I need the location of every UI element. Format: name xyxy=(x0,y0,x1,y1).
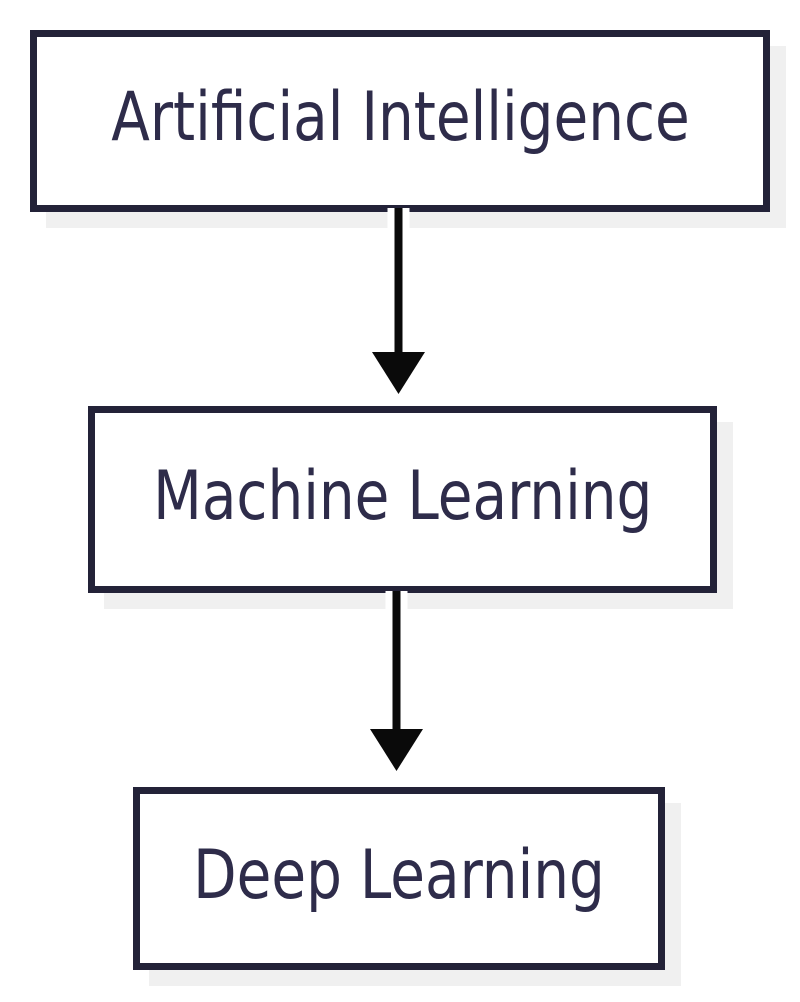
node-artificial-intelligence-label: Artificial Intelligence xyxy=(110,78,690,157)
node-deep-learning-label: Deep Learning xyxy=(193,835,605,915)
arrow-down-ai-to-ml-icon[interactable] xyxy=(367,208,430,399)
node-artificial-intelligence[interactable]: Artificial Intelligence xyxy=(30,30,770,212)
arrow-head xyxy=(370,729,423,771)
arrow-down-ml-to-dl-icon[interactable] xyxy=(365,591,428,776)
arrow-head xyxy=(372,352,425,394)
node-deep-learning[interactable]: Deep Learning xyxy=(133,787,665,970)
node-machine-learning[interactable]: Machine Learning xyxy=(88,406,717,593)
node-machine-learning-label: Machine Learning xyxy=(152,456,653,536)
